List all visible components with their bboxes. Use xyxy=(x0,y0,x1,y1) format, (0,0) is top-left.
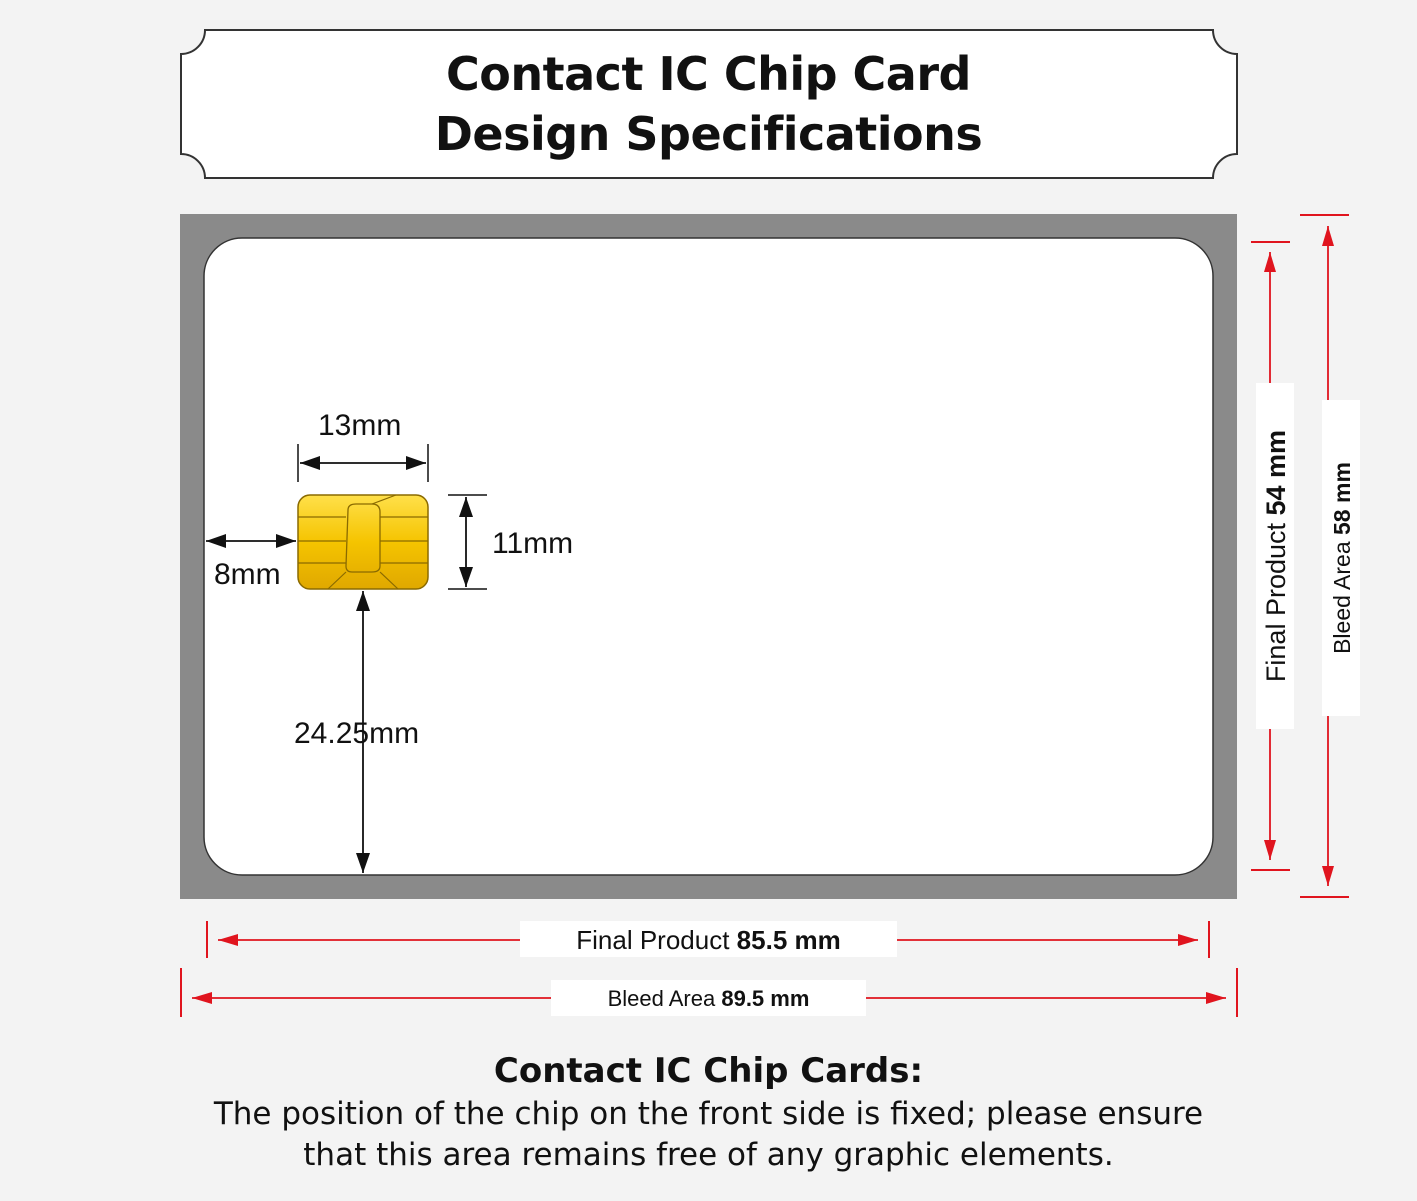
bleed-width-label: Bleed Area 89.5 mm xyxy=(551,980,866,1016)
card-final-area xyxy=(203,237,1214,876)
bleed-width-prefix: Bleed Area xyxy=(607,986,716,1011)
chip-width-dimension xyxy=(297,444,429,482)
bleed-height-label: Bleed Area 58 mm xyxy=(1322,400,1360,716)
page-title: Contact IC Chip Card Design Specificatio… xyxy=(200,44,1217,164)
final-height-value: 54 mm xyxy=(1261,429,1291,516)
bleed-height-prefix: Bleed Area xyxy=(1329,541,1355,654)
title-frame xyxy=(180,29,1238,179)
bleed-width-value: 89.5 mm xyxy=(721,986,810,1011)
chip-height-dimension xyxy=(448,494,487,590)
title-line-1: Contact IC Chip Card xyxy=(446,47,971,101)
final-width-value: 85.5 mm xyxy=(736,925,841,955)
chip-icon xyxy=(297,494,429,590)
chip-width-label: 13mm xyxy=(318,409,402,442)
note-body: The position of the chip on the front si… xyxy=(160,1094,1257,1176)
note-heading: Contact IC Chip Cards: xyxy=(493,1051,924,1091)
final-width-label: Final Product 85.5 mm xyxy=(520,921,897,957)
final-height-prefix: Final Product xyxy=(1261,523,1291,683)
note-line-1: The position of the chip on the front si… xyxy=(213,1096,1204,1132)
chip-left-offset-label: 8mm xyxy=(214,558,281,591)
final-width-prefix: Final Product xyxy=(576,925,730,955)
bleed-height-value: 58 mm xyxy=(1329,462,1355,535)
title-line-2: Design Specifications xyxy=(434,107,983,161)
final-height-label: Final Product 54 mm xyxy=(1256,383,1294,729)
chip-height-label: 11mm xyxy=(492,527,574,560)
note-line-2: that this area remains free of any graph… xyxy=(303,1137,1114,1173)
chip-bottom-offset-label: 24.25mm xyxy=(294,717,420,750)
